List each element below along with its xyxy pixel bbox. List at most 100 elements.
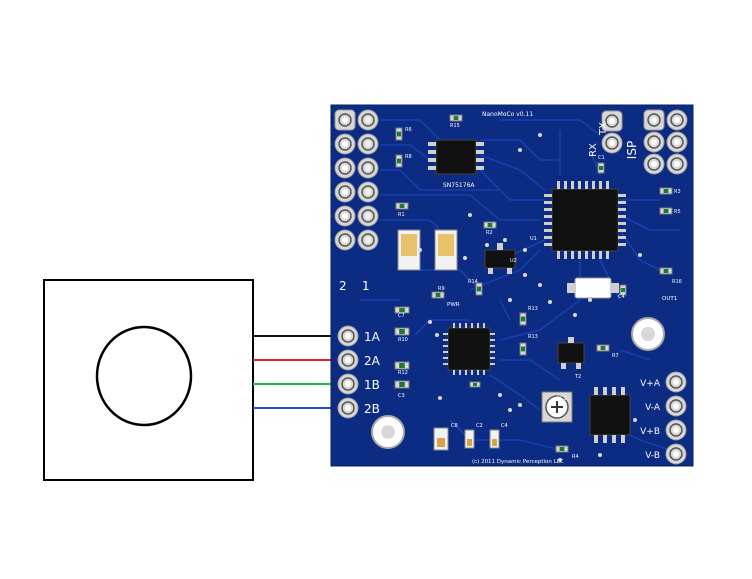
via — [428, 320, 432, 324]
stepper-motor-body — [43, 279, 254, 481]
sn75176a-chip — [428, 139, 484, 175]
ref-designator: R7 — [612, 353, 619, 359]
ref-designator: R13 — [528, 334, 538, 340]
tx-pin — [601, 110, 623, 132]
ref-designator: C4 — [618, 294, 625, 300]
via — [588, 298, 592, 302]
smd-part — [394, 361, 410, 370]
isp-pin — [643, 109, 665, 131]
smd-part — [395, 202, 409, 210]
board-title: NanoMoCo v0.11 — [482, 111, 533, 118]
isp-pin — [666, 131, 688, 153]
power-pin-label: V+B — [640, 427, 660, 437]
motor-pin-2a — [337, 349, 359, 371]
smd-part — [519, 312, 527, 326]
via — [485, 243, 489, 247]
header-pin — [334, 229, 356, 251]
smd-part — [449, 114, 463, 122]
ref-designator: C1 — [598, 155, 605, 161]
header-pin — [357, 229, 379, 251]
isp-label: ISP — [625, 141, 639, 159]
ref-designator: OC1 — [556, 396, 567, 402]
via — [468, 213, 472, 217]
mounting-holes — [371, 317, 665, 449]
via — [503, 238, 507, 242]
chip-label: SN75176A — [443, 182, 475, 189]
mcu-qfp-chip — [544, 181, 626, 259]
via — [633, 418, 637, 422]
soic-chip — [589, 387, 631, 443]
motor-pin-label: 1B — [364, 378, 380, 392]
ref-designator: R16 — [672, 279, 682, 285]
via — [598, 453, 602, 457]
board-copyright: (c) 2011 Dynamic Perception LLC — [472, 459, 564, 465]
ref-designator: R2 — [486, 230, 493, 236]
pcb-board — [330, 104, 694, 467]
via — [538, 133, 542, 137]
smd-part — [394, 327, 410, 336]
power-pin-label: V+A — [640, 379, 661, 389]
smd-part — [597, 162, 605, 174]
via — [523, 248, 527, 252]
ref-designator: R3 — [674, 189, 681, 195]
ref-designator: R10 — [398, 337, 408, 343]
via — [463, 256, 467, 260]
via — [523, 273, 527, 277]
motor-shaft — [95, 325, 193, 427]
header-pin — [357, 205, 379, 227]
motor-pin-1a — [337, 325, 359, 347]
smd-part — [394, 380, 410, 389]
header-pin — [334, 109, 356, 131]
power-pin-v+b — [665, 419, 687, 441]
smd-part — [659, 187, 673, 195]
tx-label: TX — [598, 122, 609, 136]
ref-designator: C7 — [398, 313, 405, 319]
via — [508, 408, 512, 412]
header-pin — [357, 133, 379, 155]
ref-designator: C8 — [451, 423, 458, 429]
smd-part — [555, 445, 569, 453]
ref-designator: R13 — [528, 306, 538, 312]
smd-part — [619, 284, 627, 296]
via — [558, 458, 562, 462]
via — [548, 300, 552, 304]
smd-part — [483, 221, 497, 229]
ref-designator: C4 — [501, 423, 508, 429]
motor-pin-1b — [337, 373, 359, 395]
ref-designator: R12 — [398, 370, 408, 376]
power-pin-v-b — [665, 443, 687, 465]
potentiometer — [541, 391, 573, 423]
isp-pin — [643, 131, 665, 153]
motor-pin-label: 2A — [364, 354, 381, 368]
header-pin — [357, 181, 379, 203]
out-label: OUT1 — [662, 296, 677, 302]
smd-part — [395, 127, 403, 141]
power-pin-v+a — [665, 371, 687, 393]
header-pin — [334, 157, 356, 179]
header-isp — [643, 109, 688, 175]
via — [438, 396, 442, 400]
rx-pin — [601, 132, 623, 154]
header-pin — [334, 205, 356, 227]
ref-designator: R8 — [405, 154, 412, 160]
header-pin — [357, 109, 379, 131]
isp-pin — [666, 153, 688, 175]
smd-components — [394, 114, 673, 453]
pcb-traces — [360, 119, 680, 451]
ref-designator: T2 — [574, 374, 581, 380]
isp-pin — [666, 109, 688, 131]
rx-label: RX — [588, 143, 599, 157]
via — [418, 248, 422, 252]
crystal-oscillator — [567, 277, 619, 299]
via — [518, 148, 522, 152]
header-left — [334, 109, 379, 251]
via — [498, 393, 502, 397]
motor-connector — [337, 325, 359, 419]
ref-designator: R5 — [674, 209, 681, 215]
tantalum-capacitors — [433, 427, 500, 451]
ref-designator: C2 — [476, 423, 483, 429]
driver-qfn-chip — [443, 323, 495, 375]
ref-designator: R14 — [468, 279, 478, 285]
power-connector — [665, 371, 687, 465]
smd-part — [431, 291, 445, 299]
